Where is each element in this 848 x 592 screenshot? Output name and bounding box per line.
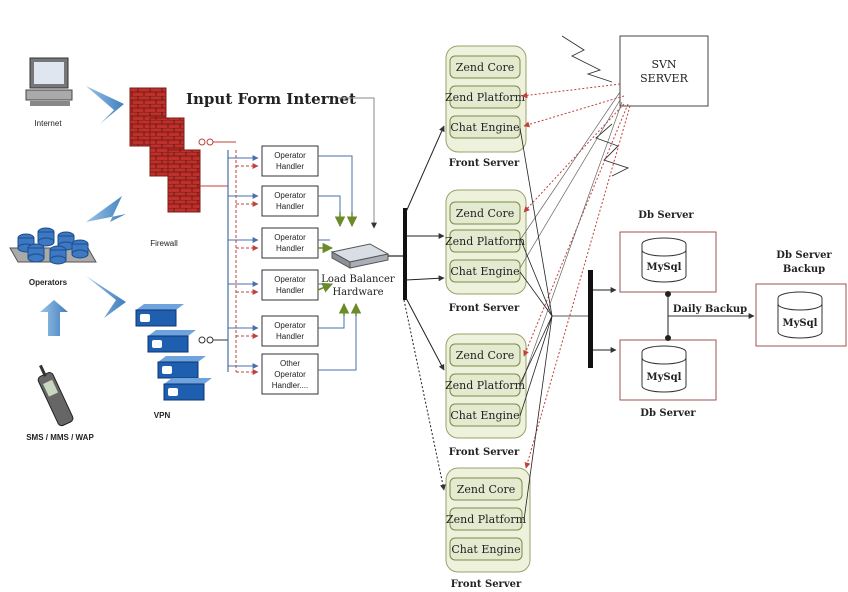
arrow-operators-vpn-icon [86, 276, 126, 318]
replication-dot-top [665, 291, 671, 297]
handler-line2: Handler [276, 332, 304, 341]
module-zend-core: Zend Core [456, 207, 515, 220]
module-zend-platform: Zend Platform [445, 379, 526, 392]
load-balancer-line2: Hardware [332, 287, 383, 298]
title-connector [338, 97, 377, 229]
svn-line2: SERVER [640, 72, 688, 85]
handler-other: Other Operator Handler.... [261, 353, 319, 395]
load-balancer-icon [330, 243, 390, 269]
handler-line2: Handler [276, 162, 304, 171]
front-server-label: Front Server [449, 158, 520, 169]
module-chat-engine: Chat Engine [450, 409, 519, 422]
handler-line3: Handler.... [272, 381, 308, 390]
handler-line1: Operator [274, 321, 306, 330]
mobile-label: SMS / MMS / WAP [26, 433, 94, 442]
internet-node: Internet [25, 57, 73, 128]
backup-title-line2: Backup [783, 264, 825, 275]
front-server-2: Zend Core Zend Platform Chat Engine Fron… [445, 189, 527, 314]
module-zend-core: Zend Core [457, 483, 516, 496]
front-server-1: Zend Core Zend Platform Chat Engine Fron… [445, 45, 527, 169]
mobile-phone-icon [37, 364, 74, 427]
handler-line1: Operator [274, 151, 306, 160]
daily-backup-label: Daily Backup [673, 304, 747, 315]
up-arrow-icon [40, 300, 68, 336]
db-server-top: MySql [619, 231, 717, 293]
front-server-label: Front Server [451, 579, 522, 590]
front-server-label: Front Server [449, 303, 520, 314]
db-backup-server: MySql [755, 283, 847, 347]
module-chat-engine: Chat Engine [450, 121, 519, 134]
handler-bus [227, 150, 259, 375]
vpn-label: VPN [154, 411, 171, 420]
module-zend-platform: Zend Platform [445, 91, 526, 104]
module-zend-core: Zend Core [456, 61, 515, 74]
vpn-device-icon [135, 304, 212, 401]
firewall-icon [129, 87, 201, 213]
database-icon [641, 237, 687, 283]
front-to-db-lines [519, 127, 590, 521]
handler-line2: Handler [276, 244, 304, 253]
svn-gray-lines [519, 91, 623, 389]
svn-line1: SVN [651, 58, 676, 71]
replication-dot-bottom [665, 335, 671, 341]
input-form-internet-title: Input Form Internet [186, 90, 356, 108]
distribution-bar [403, 208, 407, 300]
handler-line2: Handler [276, 286, 304, 295]
db-engine-label: MySql [647, 372, 682, 383]
mobile-node: SMS / MMS / WAP [26, 364, 94, 442]
lightning-top-icon [561, 35, 613, 83]
arrow-internet-icon [86, 86, 124, 124]
handler-2: Operator Handler [261, 185, 319, 217]
handler-3: Operator Handler [261, 227, 319, 259]
computer-icon [25, 57, 73, 106]
arrow-operators-firewall-icon [86, 196, 126, 222]
db-engine-label: MySql [647, 262, 682, 273]
db-server-bottom: MySql [619, 339, 717, 401]
handler-line1: Operator [274, 233, 306, 242]
operators-label: Operators [29, 278, 68, 287]
db-bar [588, 270, 593, 368]
handler-line2: Handler [276, 202, 304, 211]
db-server-top-label: Db Server [638, 210, 694, 221]
backup-engine-label: MySql [783, 318, 818, 329]
firewall-label: Firewall [150, 239, 178, 248]
svn-server-node: SVN SERVER [619, 35, 709, 107]
handler-line1: Operator [274, 191, 306, 200]
firewall-node: Firewall [129, 87, 201, 248]
handler-line1: Other [280, 359, 300, 368]
handler-line2: Operator [274, 370, 306, 379]
handler-line1: Operator [274, 275, 306, 284]
handler-4: Operator Handler [261, 269, 319, 301]
module-chat-engine: Chat Engine [451, 543, 520, 556]
database-icon [641, 345, 687, 393]
front-server-4: Zend Core Zend Platform Chat Engine Fron… [445, 467, 531, 590]
module-zend-core: Zend Core [456, 349, 515, 362]
firewall-connector [198, 138, 236, 187]
database-cluster-icon [9, 227, 97, 265]
handler-5: Operator Handler [261, 315, 319, 347]
load-balancer-line1: Load Balancer [321, 274, 395, 285]
load-balancer-node: Load Balancer Hardware [321, 243, 395, 298]
front-server-label: Front Server [449, 447, 520, 458]
front-server-3: Zend Core Zend Platform Chat Engine Fron… [445, 333, 527, 458]
module-zend-platform: Zend Platform [446, 513, 527, 526]
handler-to-lb-lines [317, 155, 362, 371]
backup-title-line1: Db Server [776, 250, 832, 261]
svn-sync-lines [521, 83, 631, 469]
db-server-bottom-label: Db Server [640, 408, 696, 419]
module-chat-engine: Chat Engine [450, 265, 519, 278]
vpn-node: VPN [135, 304, 212, 420]
distribution-arrows [403, 125, 446, 491]
vpn-connector [198, 336, 228, 344]
internet-label: Internet [34, 119, 62, 128]
handler-1: Operator Handler [261, 145, 319, 177]
database-icon [777, 291, 823, 339]
module-zend-platform: Zend Platform [445, 235, 526, 248]
operators-node: Operators [9, 227, 97, 287]
